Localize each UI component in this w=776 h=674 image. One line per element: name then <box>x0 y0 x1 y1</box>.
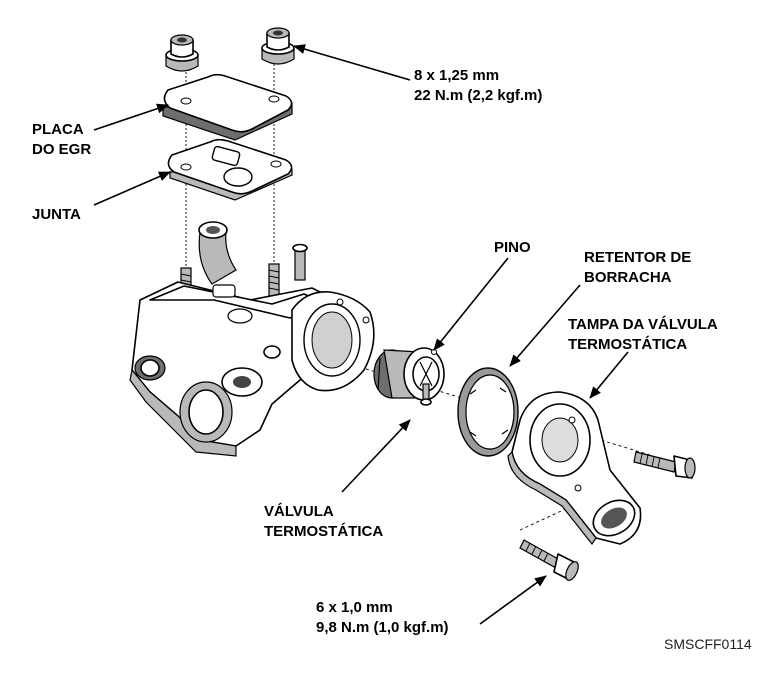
arrow-thermostat <box>341 419 411 493</box>
flange-nut-left <box>165 34 199 72</box>
bolt-top-spec-size: 8 x 1,25 mm <box>414 67 500 84</box>
bolt-bottom-spec-torque: 9,8 N.m (1,0 kgf.m) <box>316 619 449 636</box>
bolt-bottom <box>519 539 579 581</box>
thermostat-label-line1: VÁLVULA <box>264 503 334 520</box>
thermostat-label-line2: TERMOSTÁTICA <box>264 523 384 540</box>
gasket <box>167 138 293 201</box>
thermostat-cover <box>507 391 642 546</box>
bolt-bottom-spec-size: 6 x 1,0 mm <box>316 599 393 616</box>
rubber-seal <box>457 367 519 457</box>
leader-arrows <box>93 44 629 625</box>
rubber-seal-label-line1: RETENTOR DE <box>584 249 692 266</box>
arrow-bolt-bottom <box>479 575 547 625</box>
arrow-pin <box>433 257 509 351</box>
bolt-right <box>633 451 696 479</box>
rubber-seal-label-line2: BORRACHA <box>584 269 672 286</box>
bolt-top-spec-torque: 22 N.m (2,2 kgf.m) <box>414 87 543 104</box>
arrow-gasket <box>93 171 171 206</box>
arrow-bolt-top <box>293 44 411 81</box>
arrow-rubber-seal <box>509 284 581 367</box>
arrow-egr-plate <box>93 103 169 131</box>
figure-code: SMSCFF0114 <box>664 636 752 652</box>
pin-label: PINO <box>494 239 531 256</box>
flange-nut-right <box>261 27 295 65</box>
thermostat-valve <box>373 347 445 406</box>
egr-plate-label-line2: DO EGR <box>32 141 92 158</box>
egr-plate-label-line1: PLACA <box>32 121 84 138</box>
cover-label-line1: TAMPA DA VÁLVULA <box>568 316 718 333</box>
arrow-cover <box>589 351 629 399</box>
cover-label-line2: TERMOSTÁTICA <box>568 336 688 353</box>
gasket-label: JUNTA <box>32 206 81 223</box>
egr-plate <box>162 73 293 141</box>
thermostat-housing <box>129 221 375 457</box>
